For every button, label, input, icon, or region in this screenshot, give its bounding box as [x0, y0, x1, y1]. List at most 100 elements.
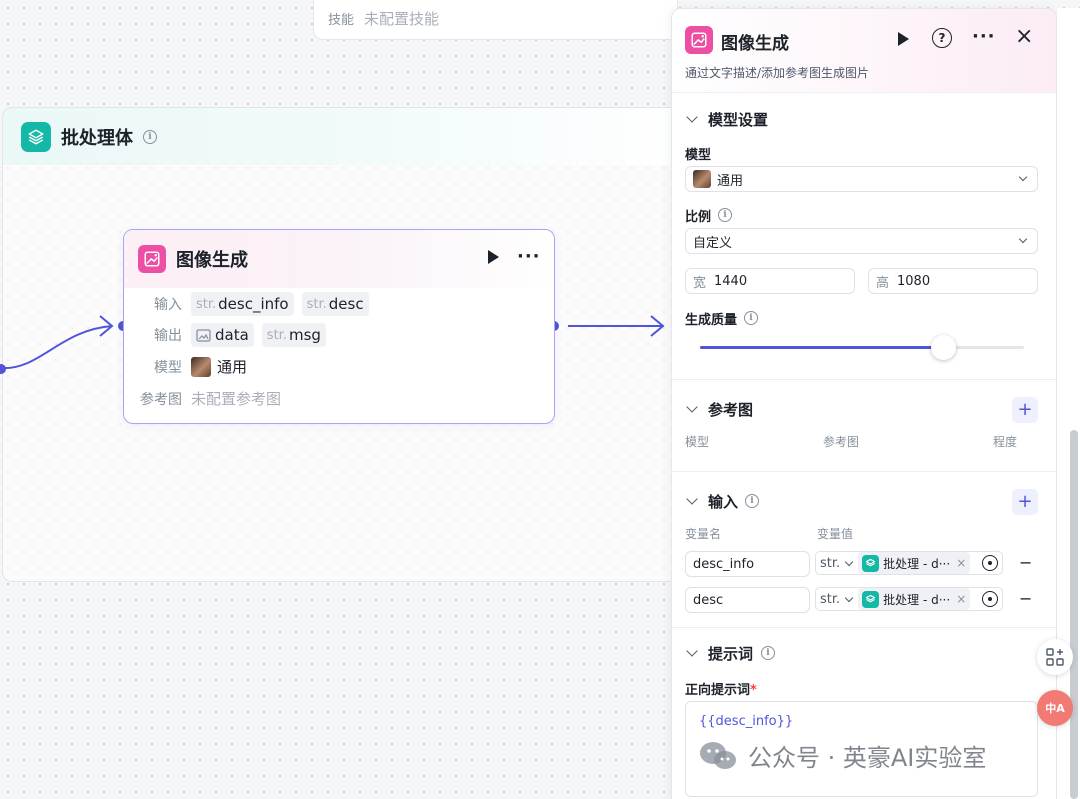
divider — [672, 627, 1056, 628]
target-icon[interactable] — [982, 555, 998, 571]
node-ref-row: 参考图 未配置参考图 — [124, 388, 281, 409]
var-value-field[interactable]: str. 批处理 - d··· × — [815, 551, 1003, 575]
layers-icon — [862, 590, 880, 608]
chevron-down-icon — [1018, 234, 1028, 244]
model-select-value: 通用 — [717, 173, 744, 189]
info-icon[interactable]: i — [745, 494, 759, 508]
image-gen-node[interactable]: 图像生成 ··· 输入 str.desc_info str.desc 输出 da… — [123, 229, 555, 424]
input-section-title[interactable]: 输入 — [708, 493, 739, 511]
collapse-chevron-icon[interactable] — [686, 493, 698, 505]
quality-slider-fill — [700, 346, 943, 349]
ref-col-strength: 程度 — [993, 435, 1018, 449]
input-tag: str.desc_info — [191, 292, 294, 316]
layers-icon — [862, 554, 880, 572]
ref-col-model: 模型 — [685, 435, 710, 449]
model-label: 模型 — [154, 359, 182, 376]
run-icon[interactable] — [896, 31, 910, 51]
watermark-text: 公众号 · 英豪AI实验室 — [748, 744, 987, 772]
chevron-down-icon — [1018, 172, 1028, 182]
settings-panel: 图像生成 ? ··· × 通过文字描述/添加参考图生成图片 模型设置 模型 通用… — [671, 8, 1057, 799]
ref-value: 未配置参考图 — [191, 390, 282, 408]
arrow-out-icon — [650, 315, 665, 337]
skill-value: 未配置技能 — [364, 9, 440, 28]
model-section-title[interactable]: 模型设置 — [708, 111, 769, 129]
height-label: 高 — [876, 275, 890, 291]
info-icon[interactable]: i — [718, 208, 732, 222]
skill-label: 技能 — [328, 12, 355, 28]
model-field-label: 模型 — [685, 148, 712, 163]
apps-grid-button[interactable] — [1037, 639, 1073, 675]
port-left[interactable] — [0, 364, 6, 374]
quality-slider-track[interactable] — [700, 335, 1024, 360]
ref-col-image: 参考图 — [823, 435, 860, 449]
edge-in — [1, 325, 113, 370]
collapse-chevron-icon[interactable] — [686, 111, 698, 123]
quality-slider-thumb[interactable] — [931, 335, 956, 360]
info-icon[interactable]: i — [744, 311, 758, 325]
translate-button[interactable]: 中A — [1037, 690, 1073, 726]
prompt-section-title[interactable]: 提示词 — [708, 645, 754, 663]
node-title: 图像生成 — [176, 250, 248, 271]
var-value-field[interactable]: str. 批处理 - d··· × — [815, 587, 1003, 611]
image-icon — [196, 328, 211, 342]
var-name-input[interactable]: desc_info — [685, 551, 810, 577]
node-header: 图像生成 ··· — [124, 230, 554, 288]
positive-prompt-label: 正向提示词* — [685, 683, 757, 698]
var-name-value: desc_info — [693, 556, 755, 572]
collapse-chevron-icon[interactable] — [686, 401, 698, 413]
model-value: 通用 — [217, 358, 248, 376]
remove-icon[interactable]: × — [956, 592, 967, 606]
type-select-value[interactable]: str. — [820, 591, 841, 607]
wechat-logo-icon — [700, 741, 736, 769]
panel-header: 图像生成 ? ··· × 通过文字描述/添加参考图生成图片 — [672, 9, 1056, 93]
model-select[interactable]: 通用 — [685, 166, 1038, 192]
height-input[interactable]: 高 1080 — [868, 268, 1038, 294]
output-tag: str.msg — [261, 323, 326, 347]
ref-chip: 批处理 - d··· × — [858, 552, 971, 574]
more-icon[interactable]: ··· — [517, 246, 541, 267]
var-name-input[interactable]: desc — [685, 587, 810, 613]
chevron-down-icon[interactable] — [844, 593, 854, 602]
ref-section-title[interactable]: 参考图 — [708, 401, 754, 419]
batch-header: 批处理体 i — [2, 107, 682, 165]
width-input[interactable]: 宽 1440 — [685, 268, 855, 294]
help-icon[interactable]: ? — [932, 28, 952, 48]
add-ref-button[interactable]: + — [1012, 397, 1038, 423]
prompt-textarea[interactable]: {{desc_info}} — [685, 701, 1038, 797]
width-value: 1440 — [714, 273, 748, 289]
target-icon[interactable] — [982, 591, 998, 607]
model-avatar — [191, 356, 211, 377]
ref-chip: 批处理 - d··· × — [858, 588, 971, 610]
divider — [672, 471, 1056, 472]
col-var-name: 变量名 — [685, 527, 722, 541]
node-input-row: 输入 str.desc_info str.desc — [124, 292, 377, 316]
remove-icon[interactable]: × — [956, 556, 967, 570]
panel-description: 通过文字描述/添加参考图生成图片 — [685, 66, 870, 80]
ratio-select-value: 自定义 — [693, 235, 733, 251]
apps-grid-icon — [1046, 648, 1064, 666]
ratio-label: 比例 — [685, 210, 712, 225]
skill-card[interactable]: 技能 未配置技能 — [313, 0, 678, 40]
input-tag: str.desc — [301, 292, 369, 316]
ratio-select[interactable]: 自定义 — [685, 228, 1038, 254]
remove-row-button[interactable]: − — [1019, 553, 1033, 572]
info-icon[interactable]: i — [761, 646, 775, 660]
info-icon[interactable]: i — [143, 129, 157, 144]
divider — [672, 379, 1056, 380]
collapse-chevron-icon[interactable] — [686, 645, 698, 657]
add-input-button[interactable]: + — [1012, 489, 1038, 515]
width-label: 宽 — [693, 275, 707, 291]
node-model-row: 模型 通用 — [124, 356, 247, 377]
chevron-down-icon[interactable] — [844, 557, 854, 566]
more-icon[interactable]: ··· — [972, 26, 996, 47]
remove-row-button[interactable]: − — [1019, 589, 1033, 608]
scrollbar-thumb[interactable] — [1070, 430, 1078, 799]
close-icon[interactable]: × — [1015, 24, 1034, 49]
quality-label: 生成质量 — [685, 313, 738, 328]
var-name-value: desc — [693, 592, 724, 608]
type-select-value[interactable]: str. — [820, 555, 841, 571]
run-icon[interactable] — [486, 249, 500, 269]
node-output-row: 输出 data str.msg — [124, 323, 334, 347]
batch-title: 批处理体 — [61, 127, 133, 149]
panel-title: 图像生成 — [721, 34, 789, 54]
